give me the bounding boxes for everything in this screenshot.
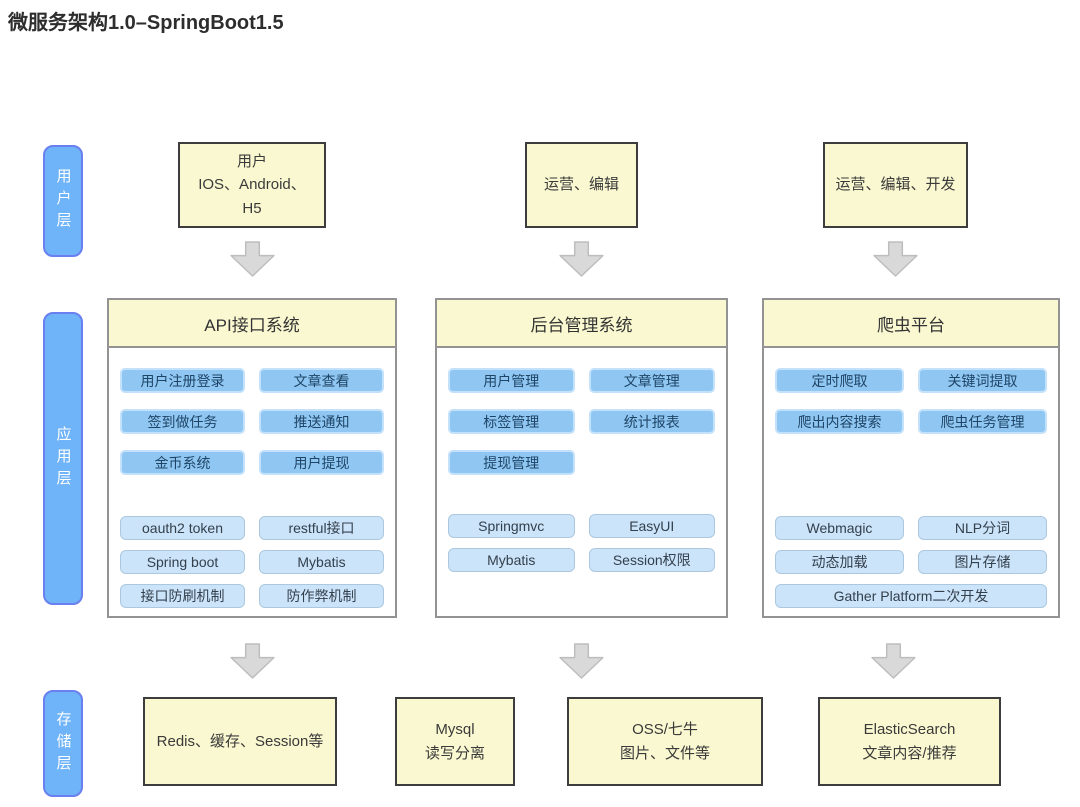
system-box-spider: 爬虫平台 定时爬取 关键词提取 爬出内容搜索 爬虫任务管理 Webmagic N…: [762, 298, 1060, 618]
down-arrow-icon: [559, 241, 604, 277]
tech-chip: Springmvc: [448, 514, 575, 538]
storage-box-redis: Redis、缓存、Session等: [143, 697, 337, 786]
system-box-admin: 后台管理系统 用户管理 文章管理 标签管理 统计报表 提现管理 Springmv…: [435, 298, 728, 618]
admin-tech-list: Springmvc EasyUI Mybatis Session权限: [448, 514, 715, 572]
feature-chip: 爬虫任务管理: [918, 409, 1047, 434]
layer-label-user-text: 用户层: [54, 168, 72, 234]
actor-box-ops-editors-devs-text: 运营、编辑、开发: [835, 176, 956, 194]
spider-feature-list: 定时爬取 关键词提取 爬出内容搜索 爬虫任务管理: [764, 348, 1058, 434]
storage-box-oss-text: OSS/七牛 图片、文件等: [619, 721, 710, 762]
tech-chip: 防作弊机制: [259, 584, 384, 608]
tech-chip: Mybatis: [259, 550, 384, 574]
admin-feature-list: 用户管理 文章管理 标签管理 统计报表 提现管理: [437, 348, 726, 475]
layer-label-application-text: 应用层: [54, 425, 72, 492]
storage-box-elasticsearch: ElasticSearch 文章内容/推荐: [818, 697, 1001, 786]
layer-label-application: 应用层: [43, 312, 83, 605]
api-feature-list: 用户注册登录 文章查看 签到做任务 推送通知 金币系统 用户提现: [109, 348, 395, 475]
feature-chip: 定时爬取: [775, 368, 904, 393]
system-box-api-body: 用户注册登录 文章查看 签到做任务 推送通知 金币系统 用户提现 oauth2 …: [109, 348, 395, 616]
actor-box-ops-editors-devs: 运营、编辑、开发: [823, 142, 968, 228]
tech-chip: Webmagic: [775, 516, 904, 540]
system-box-spider-body: 定时爬取 关键词提取 爬出内容搜索 爬虫任务管理 Webmagic NLP分词 …: [764, 348, 1058, 616]
down-arrow-icon: [871, 643, 916, 679]
feature-chip: 统计报表: [588, 409, 715, 434]
tech-chip: 动态加载: [775, 550, 904, 574]
tech-chip: Mybatis: [448, 548, 575, 572]
feature-chip: 推送通知: [259, 409, 384, 434]
system-box-spider-title: 爬虫平台: [764, 300, 1058, 348]
feature-chip: 标签管理: [448, 409, 575, 434]
system-box-admin-title: 后台管理系统: [437, 300, 726, 348]
storage-box-oss: OSS/七牛 图片、文件等: [567, 697, 763, 786]
storage-box-redis-text: Redis、缓存、Session等: [156, 732, 324, 750]
feature-chip: 金币系统: [120, 450, 245, 475]
system-box-admin-body: 用户管理 文章管理 标签管理 统计报表 提现管理 Springmvc EasyU…: [437, 348, 726, 616]
down-arrow-icon: [230, 241, 275, 277]
system-box-api-title: API接口系统: [109, 300, 395, 348]
diagram-title: 微服务架构1.0–SpringBoot1.5: [8, 12, 284, 34]
tech-chip: EasyUI: [588, 514, 715, 538]
actor-box-ops-editors-text: 运营、编辑: [543, 176, 619, 194]
down-arrow-icon: [873, 241, 918, 277]
tech-chip: Session权限: [588, 548, 715, 572]
api-tech-list: oauth2 token restful接口 Spring boot Mybat…: [120, 516, 384, 608]
feature-chip: 用户提现: [259, 450, 384, 475]
feature-chip: 文章管理: [588, 368, 715, 393]
tech-chip: restful接口: [259, 516, 384, 540]
feature-chip: 关键词提取: [918, 368, 1047, 393]
feature-chip: 用户管理: [448, 368, 575, 393]
down-arrow-icon: [559, 643, 604, 679]
tech-chip: Spring boot: [120, 550, 245, 574]
storage-box-elasticsearch-text: ElasticSearch 文章内容/推荐: [862, 721, 957, 762]
tech-chip: 接口防刷机制: [120, 584, 245, 608]
actor-box-ops-editors: 运营、编辑: [525, 142, 638, 228]
tech-chip: Gather Platform二次开发: [775, 584, 1047, 608]
feature-chip: 爬出内容搜索: [775, 409, 904, 434]
system-box-api: API接口系统 用户注册登录 文章查看 签到做任务 推送通知 金币系统 用户提现…: [107, 298, 397, 618]
tech-chip: NLP分词: [918, 516, 1047, 540]
tech-chip: 图片存储: [918, 550, 1047, 574]
storage-box-mysql: Mysql 读写分离: [395, 697, 515, 786]
down-arrow-icon: [230, 643, 275, 679]
tech-chip: oauth2 token: [120, 516, 245, 540]
feature-chip: 用户注册登录: [120, 368, 245, 393]
layer-label-user: 用户层: [43, 145, 83, 257]
actor-box-app-users-text: 用户 IOS、Android、 H5: [198, 153, 306, 217]
actor-box-app-users: 用户 IOS、Android、 H5: [178, 142, 326, 228]
feature-chip: 提现管理: [448, 450, 575, 475]
spider-tech-list: Webmagic NLP分词 动态加载 图片存储 Gather Platform…: [775, 516, 1047, 608]
storage-box-mysql-text: Mysql 读写分离: [424, 721, 485, 762]
feature-chip: 签到做任务: [120, 409, 245, 434]
layer-label-storage-text: 存储层: [54, 710, 72, 777]
layer-label-storage: 存储层: [43, 690, 83, 797]
feature-chip: 文章查看: [259, 368, 384, 393]
